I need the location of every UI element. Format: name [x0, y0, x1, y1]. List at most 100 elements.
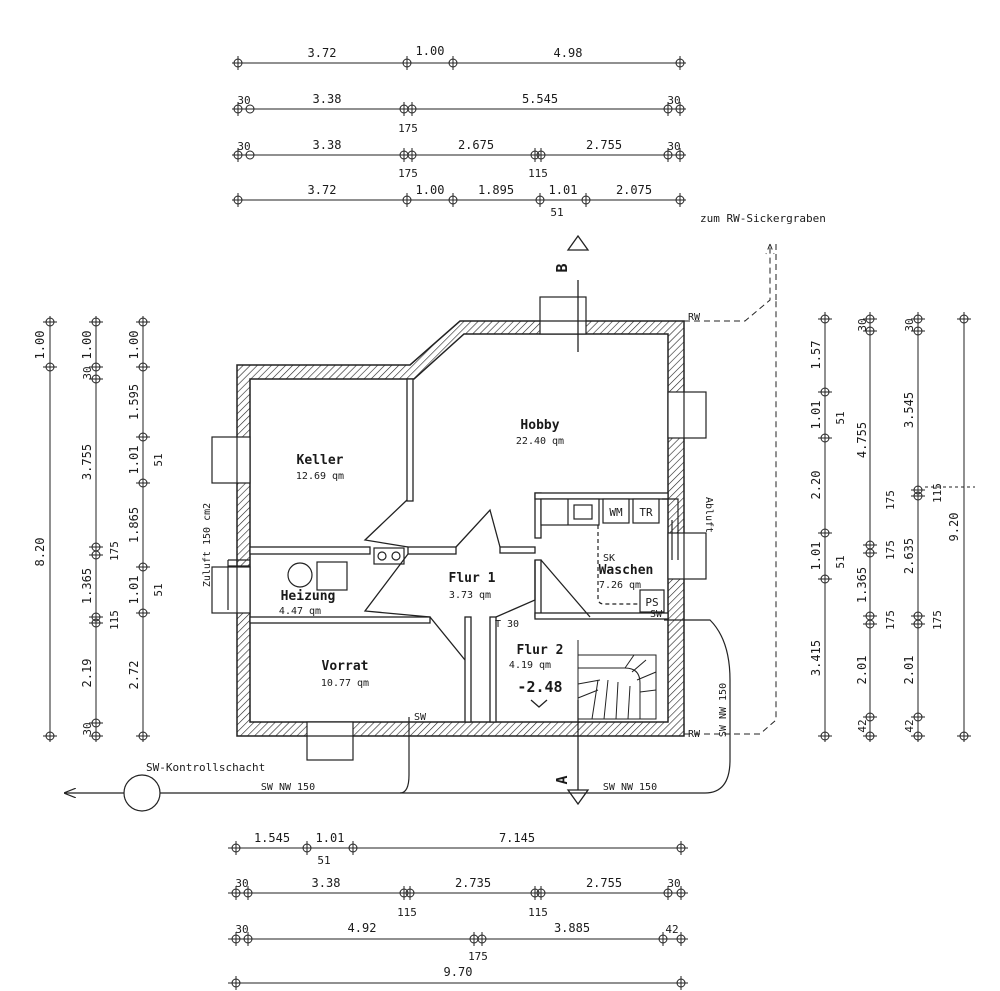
dim-text: 1.00 [33, 331, 47, 360]
dim-text: 3.72 [308, 183, 337, 197]
dim-text: 1.01 [127, 446, 141, 475]
laundry-fixtures [540, 498, 679, 613]
dim-text: 9.20 [947, 513, 961, 542]
rw-label: RW [688, 729, 701, 740]
dim-text: 1.00 [416, 183, 445, 197]
dim-text: 175 [884, 610, 897, 630]
dim-text: 3.38 [313, 138, 342, 152]
sw-label: SW [414, 712, 427, 723]
ps-label: PS [645, 596, 658, 609]
dim-text: 2.755 [586, 876, 622, 890]
right-dimension-texts: 1.57 1.01 51 2.20 1.01 51 3.415 30 4.755… [809, 318, 961, 732]
dim-text: 2.01 [855, 656, 869, 685]
dim-text: 30 [81, 722, 94, 735]
zuluft-label: Zuluft 150 cm2 [202, 503, 213, 587]
dim-text: 175 [398, 167, 418, 180]
dim-text: 3.545 [902, 392, 916, 428]
dim-text: 175 [108, 541, 121, 561]
dim-text: 42 [856, 719, 869, 732]
left-dimension-chains [43, 316, 150, 742]
dim-text: 1.365 [855, 567, 869, 603]
dim-text: 1.865 [127, 507, 141, 543]
dim-text: 2.735 [455, 876, 491, 890]
bottom-dimension-texts: 1.545 1.01 7.145 51 30 3.38 2.735 2.755 … [235, 831, 680, 979]
dim-text: 51 [152, 583, 165, 596]
window-heizung [211, 566, 251, 614]
dim-text: 51 [834, 411, 847, 424]
control-shaft [123, 774, 161, 812]
dim-text: 175 [398, 122, 418, 135]
rainwater-pipes [684, 243, 777, 735]
dim-text: 30 [667, 140, 680, 153]
dim-text: 1.545 [254, 831, 290, 845]
sw-label: SW [650, 609, 663, 620]
dim-text: 30 [81, 366, 94, 379]
dim-text: 2.635 [902, 538, 916, 574]
dim-text: 3.72 [308, 46, 337, 60]
dim-text: 30 [235, 923, 248, 936]
room-area-flur1: 3.73 qm [449, 590, 491, 601]
kontrollschacht-label: SW-Kontrollschacht [146, 761, 265, 774]
dim-text: 8.20 [33, 538, 47, 567]
dim-text: 2.755 [586, 138, 622, 152]
dim-text: 115 [108, 610, 121, 630]
dim-text: 115 [931, 483, 944, 503]
door-rating-label: T 30 [495, 619, 519, 630]
dim-text: 42 [665, 923, 678, 936]
room-name-vorrat: Vorrat [322, 659, 369, 674]
pipe-label: SW NW 150 [718, 683, 729, 737]
dim-text: 1.01 [127, 576, 141, 605]
room-name-flur2: Flur 2 [517, 643, 564, 658]
left-dimension-texts: 1.00 8.20 1.00 30 3.755 175 1.365 115 2.… [33, 331, 165, 736]
dim-text: 51 [152, 453, 165, 466]
dim-text: 30 [856, 318, 869, 331]
dim-text: 1.595 [127, 384, 141, 420]
dim-text: 1.01 [809, 542, 823, 571]
dim-text: 115 [397, 906, 417, 919]
interior-walls [249, 378, 669, 723]
tr-label: TR [639, 506, 653, 519]
dim-text: 175 [884, 490, 897, 510]
abluft-label: Abluft [703, 497, 714, 533]
room-name-waschen: Waschen [599, 563, 654, 578]
window-hobby-right [667, 391, 707, 439]
window-keller [211, 436, 251, 484]
dim-text: 2.675 [458, 138, 494, 152]
annotations: zum RW-Sickergraben SW-Kontrollschacht S… [146, 212, 826, 793]
wm-label: WM [609, 506, 623, 519]
pipe-label: SW NW 150 [261, 782, 315, 793]
dim-text: 7.145 [499, 831, 535, 845]
dim-text: 30 [667, 94, 680, 107]
dim-text: 1.00 [416, 44, 445, 58]
dim-text: 51 [550, 206, 563, 219]
dim-text: 1.57 [809, 341, 823, 370]
dim-text: 3.38 [312, 876, 341, 890]
section-a-label: A [553, 775, 571, 784]
dim-text: 4.92 [348, 921, 377, 935]
washing-machine [602, 498, 630, 524]
section-b-label: B [553, 263, 571, 272]
rw-label: RW [688, 312, 701, 323]
dim-text: 5.545 [522, 92, 558, 106]
dim-text: 3.415 [809, 640, 823, 676]
room-area-flur2: 4.19 qm [509, 660, 551, 671]
room-name-heizung: Heizung [281, 589, 336, 604]
dim-text: 1.01 [809, 401, 823, 430]
dim-text: 1.00 [127, 331, 141, 360]
room-labels: Keller 12.69 qm Hobby 22.40 qm Heizung 4… [279, 418, 653, 689]
dim-text: 3.885 [554, 921, 590, 935]
dim-text: 2.20 [809, 471, 823, 500]
pipe-label: SW NW 150 [603, 782, 657, 793]
dim-text: 3.755 [80, 444, 94, 480]
room-area-vorrat: 10.77 qm [321, 678, 369, 689]
dim-text: 9.70 [444, 965, 473, 979]
staircase [577, 640, 657, 722]
window-vorrat [306, 721, 354, 761]
pump-shaft [639, 589, 665, 613]
dim-text: 175 [884, 540, 897, 560]
dim-text: 2.01 [902, 656, 916, 685]
room-area-keller: 12.69 qm [296, 471, 344, 482]
bottom-dimension-chains [228, 841, 688, 990]
dim-text: 1.365 [80, 568, 94, 604]
room-name-flur1: Flur 1 [449, 571, 496, 586]
